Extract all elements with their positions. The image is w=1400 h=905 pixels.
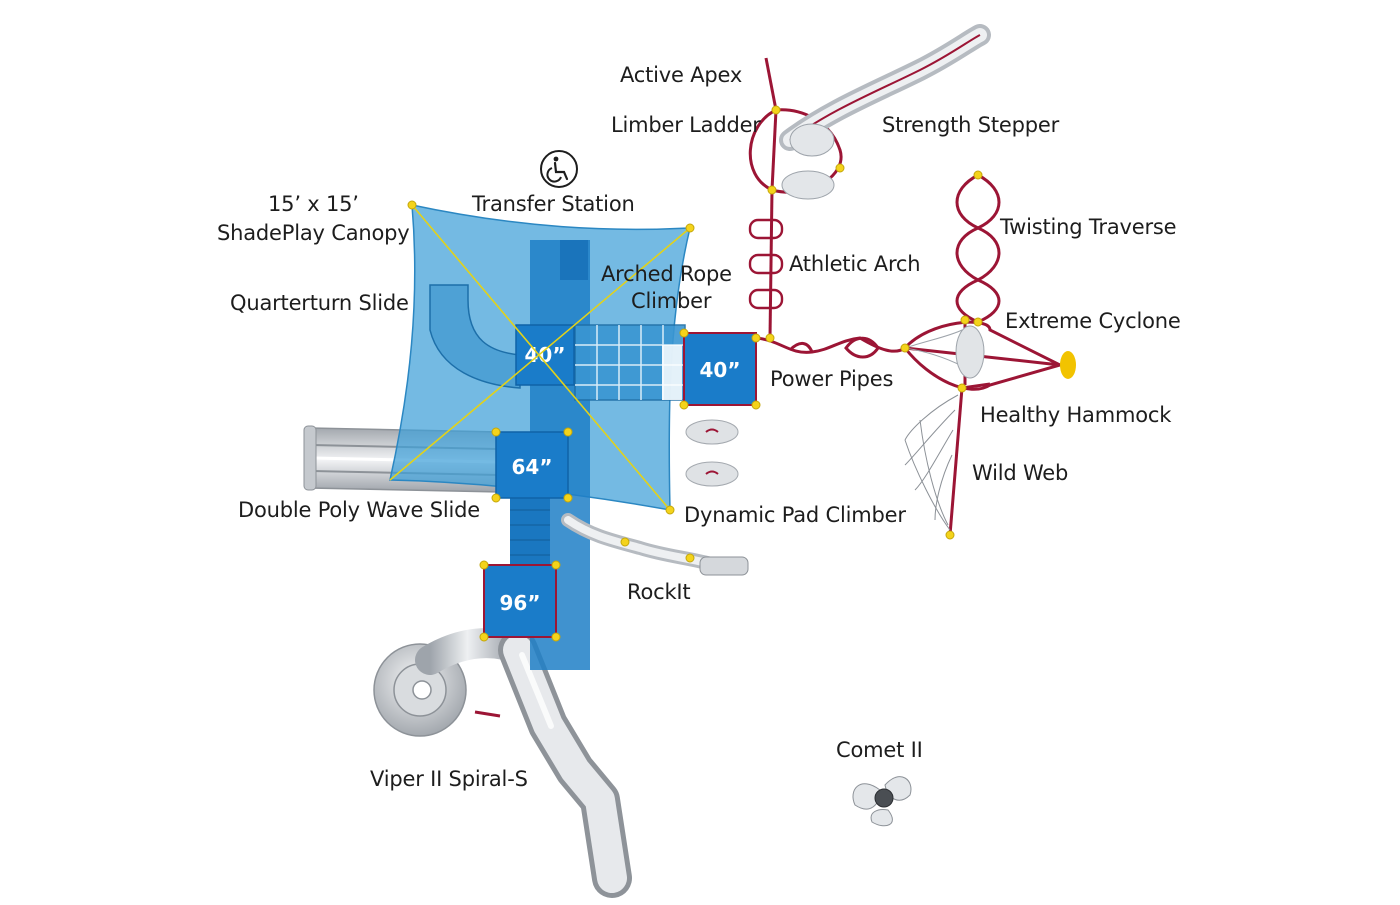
label-viper-ii-spiral-s: Viper II Spiral-S <box>370 767 528 791</box>
deck-low: 96” <box>483 564 557 638</box>
label-rockit: RockIt <box>627 580 691 604</box>
label-double-poly-wave-slide: Double Poly Wave Slide <box>238 498 480 522</box>
extreme-cyclone <box>904 325 1076 379</box>
label-twisting-traverse: Twisting Traverse <box>1000 215 1177 239</box>
label-limber-ladder: Limber Ladder <box>611 113 761 137</box>
label-active-apex: Active Apex <box>620 63 743 87</box>
label-healthy-hammock: Healthy Hammock <box>980 403 1172 427</box>
label-quarterturn-slide: Quarterturn Slide <box>230 291 409 315</box>
label-power-pipes: Power Pipes <box>770 367 894 391</box>
connector-dots <box>407 105 983 642</box>
wheelchair-icon <box>540 150 578 188</box>
dynamic-pad-climber <box>685 419 739 487</box>
viper-slide <box>373 628 632 898</box>
label-comet-ii: Comet II <box>836 738 923 762</box>
athletic-arch <box>748 218 784 310</box>
label-extreme-cyclone: Extreme Cyclone <box>1005 309 1181 333</box>
deck-label: 96” <box>500 591 541 615</box>
deck-label: 40” <box>700 358 741 382</box>
arched-rope-climber-bridge <box>574 324 686 401</box>
comet-ii <box>852 776 912 827</box>
quarterturn-slide <box>429 284 521 389</box>
label-arched-rope-line2: Climber <box>631 289 712 313</box>
canopy-support-lines <box>389 204 691 511</box>
label-wild-web: Wild Web <box>972 461 1069 485</box>
label-canopy-name: ShadePlay Canopy <box>217 221 410 245</box>
deck-right: 40” <box>683 332 757 406</box>
label-dynamic-pad-climber: Dynamic Pad Climber <box>684 503 906 527</box>
label-strength-stepper: Strength Stepper <box>882 113 1060 137</box>
label-canopy-size: 15’ x 15’ <box>268 192 359 216</box>
deck-canopy: 40” <box>515 324 575 386</box>
deck-label: 64” <box>512 455 553 479</box>
strength-stepper <box>779 24 991 200</box>
label-transfer-station: Transfer Station <box>472 192 635 216</box>
wild-web <box>904 394 959 531</box>
label-arched-rope-line1: Arched Rope <box>601 262 732 286</box>
label-athletic-arch: Athletic Arch <box>789 252 921 276</box>
deck-mid: 64” <box>495 431 569 499</box>
